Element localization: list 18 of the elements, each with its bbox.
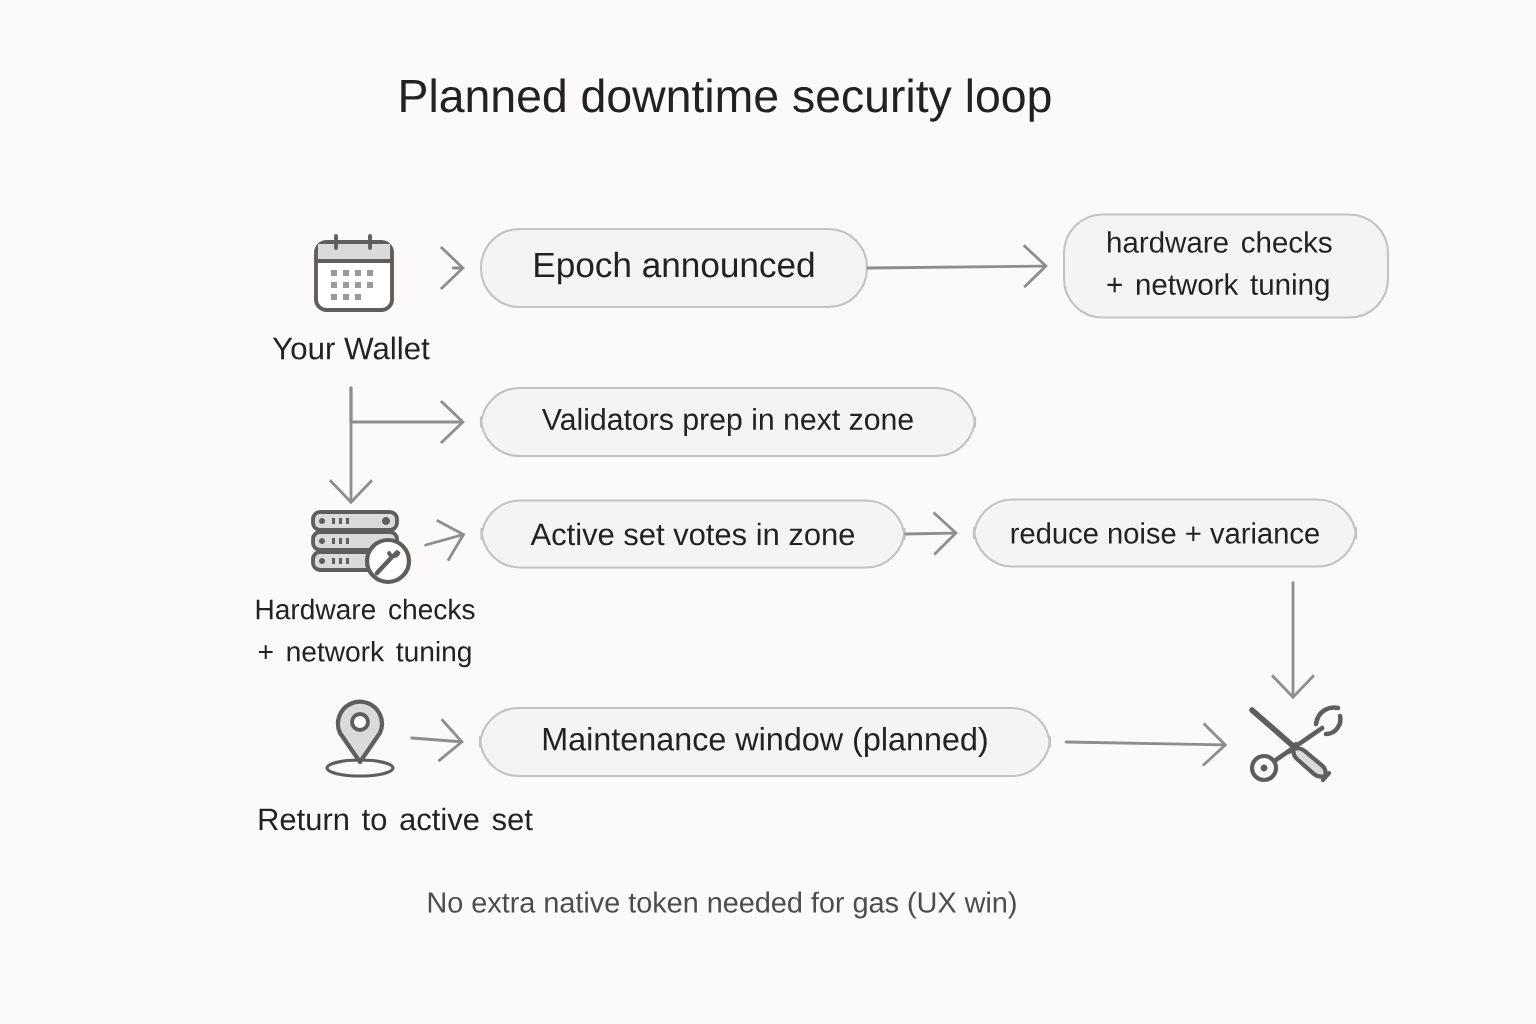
server-icon — [311, 510, 412, 585]
arrow — [1271, 581, 1316, 700]
process-box: reduce noise + variance — [972, 498, 1358, 568]
process-box: Active set votes in zone — [480, 499, 906, 569]
process-box: Validators prep in next zone — [479, 386, 977, 458]
process-box: Epoch announced — [479, 227, 869, 309]
location-pin-icon — [325, 699, 395, 778]
process-box: hardware checks + network tuning — [1062, 213, 1390, 319]
icon-caption: Return to active set — [259, 807, 533, 831]
arrow — [1064, 722, 1228, 767]
tools-icon — [1249, 705, 1343, 783]
icon-caption: Hardware checks + network tuning — [256, 598, 475, 668]
process-box: Maintenance window (planned) — [478, 706, 1052, 778]
caption: No extra native token needed for gas (UX win) — [428, 891, 1016, 919]
arrow — [866, 244, 1048, 289]
title: Planned downtime security loop — [401, 78, 1051, 122]
icon-caption: Your Wallet — [272, 336, 430, 360]
arrow — [329, 386, 374, 505]
